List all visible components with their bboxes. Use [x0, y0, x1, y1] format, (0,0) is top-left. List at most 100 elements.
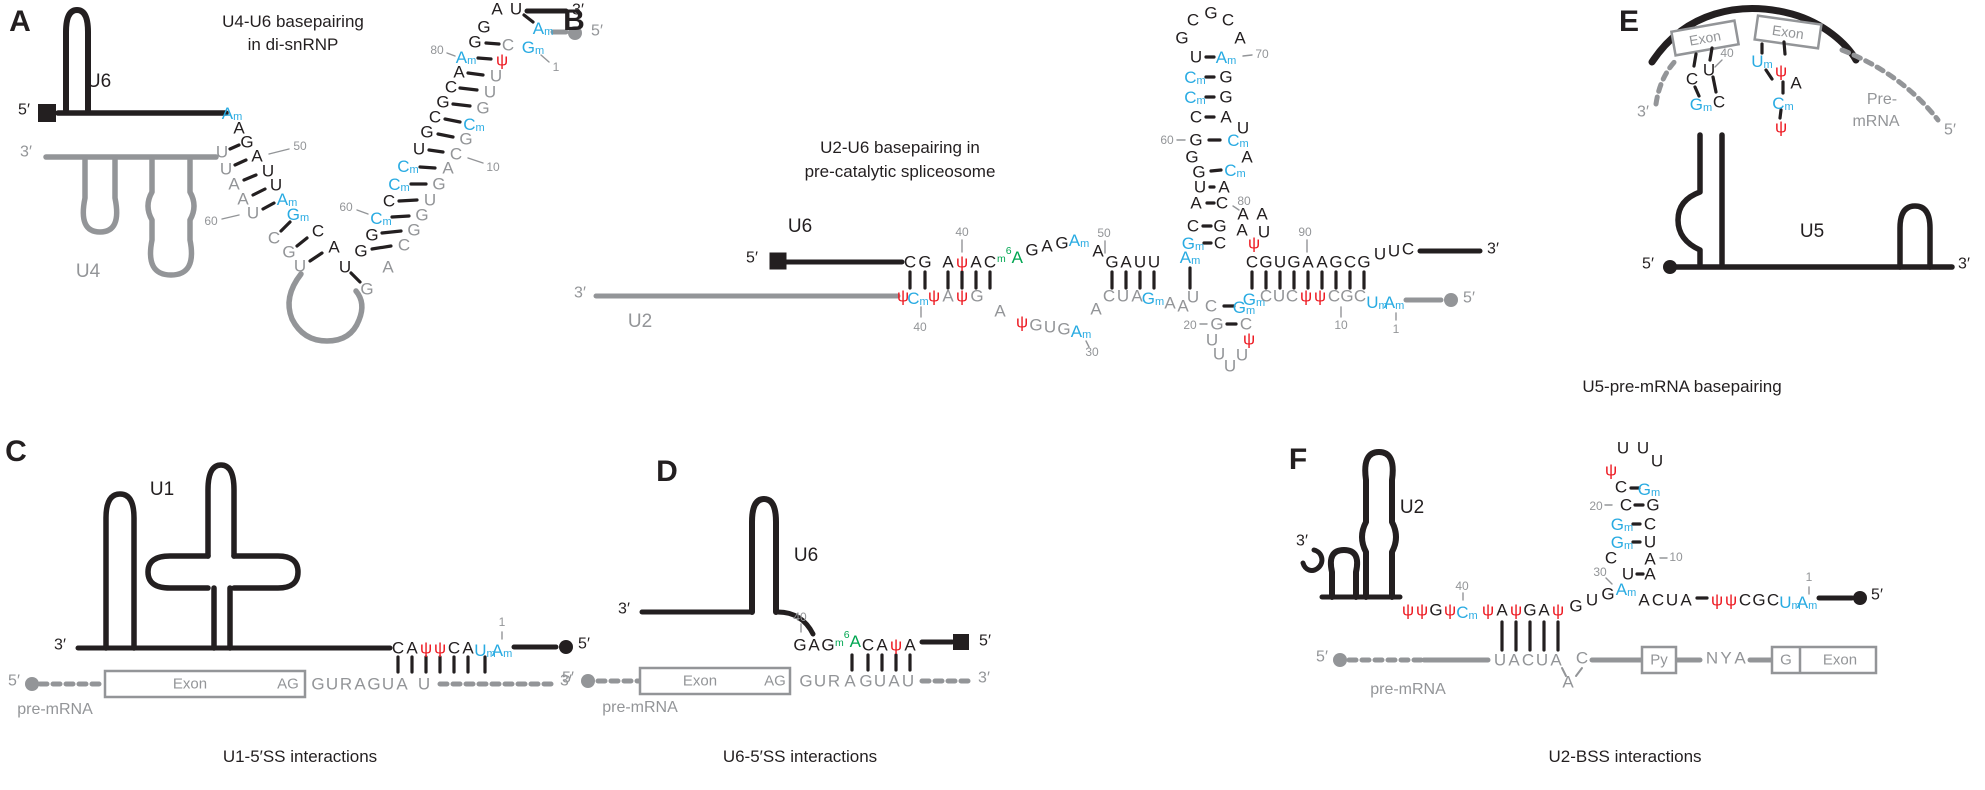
- panel-e-mrna-label: mRNA: [1852, 113, 1900, 130]
- nucleotide-glyph: G: [459, 130, 472, 149]
- panel-e-caption: U5-pre-mRNA basepairing: [1582, 377, 1782, 396]
- small-label: 5′: [1871, 587, 1883, 604]
- nucleotide-glyph: U: [1651, 452, 1663, 471]
- small-label: 10: [1669, 550, 1683, 564]
- basepair-bond: [390, 214, 411, 219]
- panel-d-premrna-label: pre-mRNA: [602, 699, 678, 716]
- small-label: 40: [913, 320, 927, 334]
- basepair-bond: [1764, 68, 1774, 81]
- nucleotide-glyph: C: [445, 78, 457, 97]
- nucleotide-glyph: A: [808, 636, 820, 655]
- five-prime-square-marker: [953, 634, 969, 650]
- nucleotide-glyph: Cm: [1224, 161, 1245, 181]
- nucleotide-glyph: Gm: [522, 38, 544, 58]
- small-label: 80: [1237, 194, 1251, 208]
- small-label: Py: [1650, 652, 1668, 669]
- small-label: G: [1780, 652, 1792, 669]
- nucleotide-glyph: C: [1576, 649, 1588, 668]
- nucleotide-glyph: C: [502, 36, 514, 55]
- nucleotide-glyph: C: [1344, 253, 1356, 272]
- nucleotide-glyph: U: [1206, 331, 1218, 350]
- small-label: 3′: [1637, 104, 1649, 121]
- nucleotide-glyph: U: [220, 160, 232, 179]
- nucleotide-glyph: Am: [492, 641, 513, 661]
- nucleotide-glyph: ψ: [897, 287, 909, 306]
- small-label: 1: [1806, 570, 1813, 584]
- nucleotide-glyph: Cm: [1184, 68, 1205, 88]
- nucleotide-glyph: U: [247, 204, 259, 223]
- nucleotide-glyph: G: [354, 242, 367, 261]
- small-label: 5′: [1944, 122, 1956, 139]
- nucleotide-glyph: C: [1354, 287, 1366, 306]
- nucleotide-glyph: A: [1316, 253, 1328, 272]
- nucleotide-glyph: U: [1236, 346, 1248, 365]
- nucleotide-glyph: U: [270, 176, 282, 195]
- nucleotide-glyph: N: [1706, 649, 1718, 668]
- small-label: 5′: [591, 23, 603, 40]
- nucleotide-glyph: A: [1218, 178, 1230, 197]
- nucleotide-glyph: G: [1057, 320, 1070, 339]
- label-leader-line: [221, 214, 240, 220]
- small-label: 50: [293, 139, 307, 153]
- nucleotide-glyph: Cm: [1227, 131, 1248, 151]
- nucleotide-glyph: A: [406, 639, 418, 658]
- nucleotide-glyph: m6A: [835, 629, 862, 651]
- basepair-bond: [295, 236, 309, 248]
- nucleotide-glyph: Cm: [907, 289, 928, 309]
- nucleotide-glyph: U: [294, 257, 306, 276]
- nucleotide-glyph: A: [1164, 294, 1176, 313]
- nucleotide-glyph: U: [262, 162, 274, 181]
- nucleotide-glyph: A: [1131, 287, 1143, 306]
- small-label: 60: [204, 214, 218, 228]
- nucleotide-glyph: U: [1187, 288, 1199, 307]
- nucleotide-glyph: ψ: [1402, 601, 1414, 620]
- nucleotide-glyph: A: [844, 672, 856, 691]
- nucleotide-glyph: U: [1274, 253, 1286, 272]
- basepair-bond: [279, 220, 292, 233]
- label-leader-line: [540, 54, 550, 63]
- nucleotide-glyph: A: [1538, 601, 1550, 620]
- nucleotide-glyph: U: [1703, 61, 1715, 80]
- panel-d-letter: D: [656, 455, 678, 488]
- strand-end-dot-marker: [1444, 293, 1458, 307]
- nucleotide-glyph: C: [398, 236, 410, 255]
- nucleotide-glyph: G: [240, 133, 253, 152]
- nucleotide-glyph: G: [1219, 88, 1232, 107]
- label-leader-line: [1232, 205, 1240, 211]
- basepair-bond: [451, 102, 472, 108]
- basepair-bond: [476, 56, 493, 61]
- basepair-bond: [233, 158, 248, 167]
- svg-text:Exon: Exon: [1688, 27, 1722, 48]
- nucleotide-glyph: C: [1246, 253, 1258, 272]
- strand-end-dot-marker: [1853, 591, 1867, 605]
- nucleotide-glyph: G: [1055, 234, 1068, 253]
- nucleotide-glyph: G: [793, 636, 806, 655]
- nucleotide-glyph: U: [424, 191, 436, 210]
- panel-a-u4-label: U4: [75, 261, 101, 282]
- nucleotide-glyph: ψ: [1444, 601, 1456, 620]
- five-prime-square-marker: [769, 252, 787, 270]
- nucleotide-glyph: C: [1686, 70, 1698, 89]
- small-label: 40: [1455, 579, 1469, 593]
- nucleotide-glyph: G: [1219, 68, 1232, 87]
- nucleotide-glyph: U: [1194, 178, 1206, 197]
- nucleotide-glyph: G: [1287, 253, 1300, 272]
- nucleotide-glyph: A: [1177, 297, 1189, 316]
- nucleotide-glyph: U: [1237, 119, 1249, 138]
- small-label: 40: [1720, 46, 1734, 60]
- nucleotide-glyph: ψ: [1314, 287, 1326, 306]
- strand-end-dot-marker: [568, 26, 582, 40]
- nucleotide-glyph: A: [1220, 108, 1232, 127]
- strand-end-dot-marker: [581, 674, 595, 688]
- small-label: 60: [339, 200, 353, 214]
- basepair-bond: [370, 244, 393, 251]
- small-label: 40: [793, 610, 807, 624]
- label-leader-line: [446, 52, 456, 57]
- small-label: 20: [1589, 499, 1603, 513]
- panel-c-caption: U1-5′SS interactions: [222, 747, 378, 766]
- nucleotide-glyph: C: [1190, 108, 1202, 127]
- basepair-bond: [380, 229, 403, 235]
